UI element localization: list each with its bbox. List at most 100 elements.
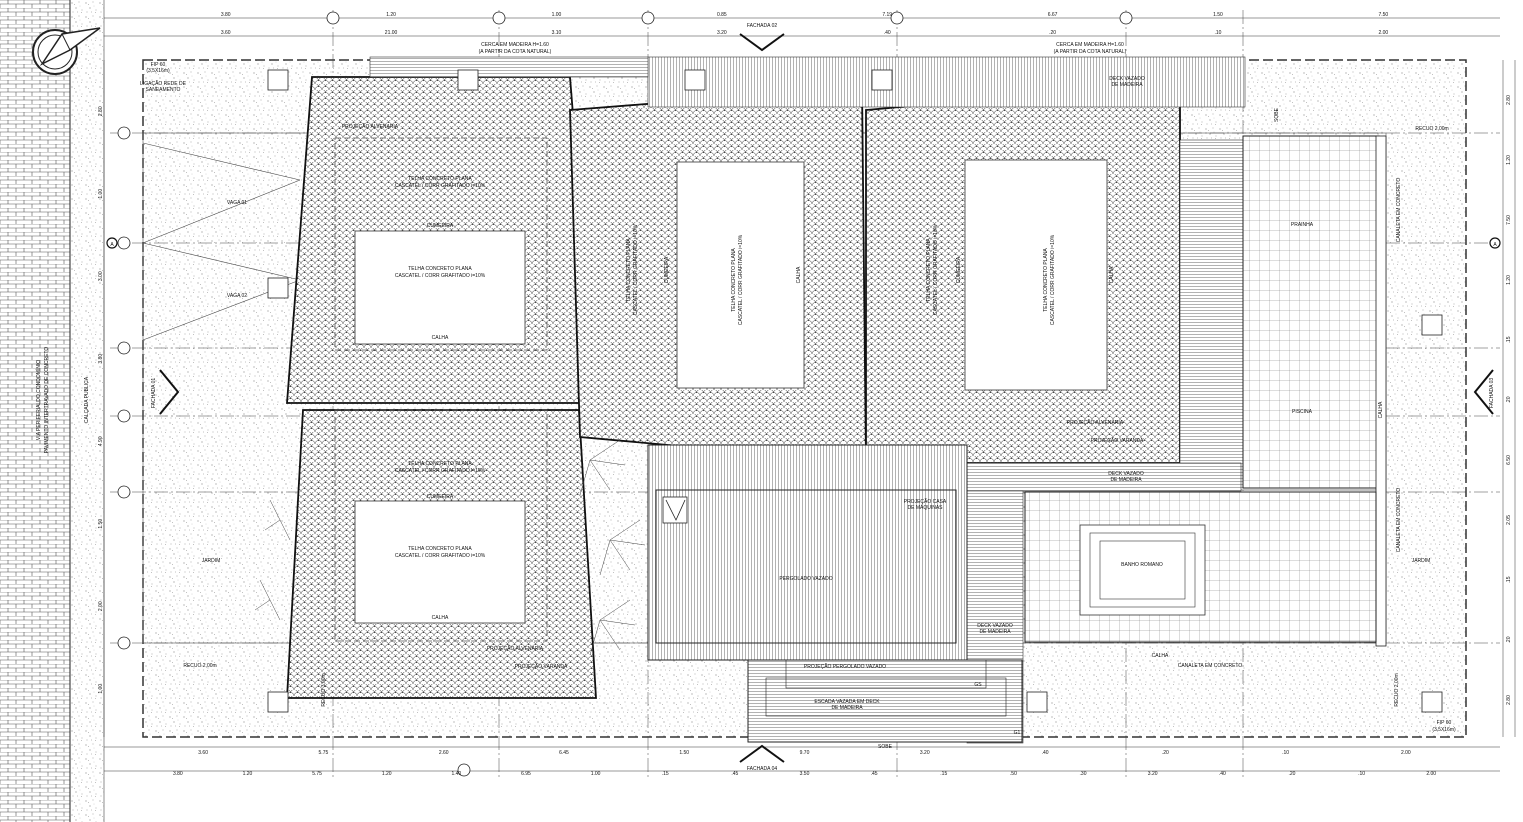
dimension-value: 1.20	[1506, 155, 1512, 165]
ridge-mid: CUMEEIRA	[664, 256, 670, 283]
setback-top-right-label: RECUO 2,00m	[1415, 126, 1448, 132]
channel-label-lower: CANALETA EM CONCRETO	[1396, 488, 1402, 553]
deck-lower-line2: DE MADEIRA	[979, 629, 1011, 635]
fip-bottom-size: (3,5X16m)	[1432, 727, 1456, 733]
facade-south-label: FACHADA 04	[747, 766, 778, 772]
sobe-vertical: SOBE	[1274, 107, 1280, 122]
channel-label-bottom: CANALETA EM CONCRETO	[1178, 663, 1243, 669]
section-a-right: A	[1493, 242, 1497, 248]
dimension-value: .20	[1162, 750, 1169, 756]
dimension-value: 2.00	[1401, 750, 1411, 756]
parking-lines	[142, 142, 301, 341]
roman-bath-label: BANHO ROMANO	[1121, 562, 1163, 568]
setback-left-vertical: RECUO 3,00m	[321, 673, 327, 706]
wall-projection-2: PROJEÇÃO ALVENARIA	[487, 645, 544, 652]
setback-right-vertical: RECUO 2,00m	[1394, 673, 1400, 706]
deck-lower-line1: DECK VAZADO	[977, 623, 1013, 629]
section-markers	[106, 237, 1501, 249]
deck-mid-line1: DECK VAZADO	[1108, 471, 1144, 477]
fence-strip	[369, 56, 649, 78]
dimension-value: 1.50	[1213, 12, 1223, 18]
dimension-value: .10	[1282, 750, 1289, 756]
grid-bubbles	[117, 11, 1133, 777]
wall-projection-3: PROJEÇÃO ALVENARIA	[1067, 419, 1124, 426]
wall-projection-1: PROJEÇÃO ALVENARIA	[342, 123, 399, 130]
dimension-value: 2.05	[1506, 515, 1512, 525]
dimension-value: 3.20	[1148, 771, 1158, 777]
roof-panel-lower	[354, 500, 526, 624]
prainha-label: PRAINHA	[1291, 222, 1314, 228]
channel-label-upper: CANALETA EM CONCRETO	[1396, 178, 1402, 243]
dimension-value: .30	[1080, 771, 1087, 777]
porch-projection-1: PROJEÇÃO VARANDA	[515, 663, 568, 670]
street-line2: PAVIMENTO INTERTRAVADO DE CONCRETO	[44, 347, 50, 454]
dimension-value: 1.20	[243, 771, 253, 777]
dimension-value: .10	[1358, 771, 1365, 777]
machine-room-line1: PROJEÇÃO CASA	[904, 498, 947, 505]
roman-bath	[1079, 524, 1206, 616]
dimension-value: 1.40	[451, 771, 461, 777]
stairs-line1: ESCADA VAZADA EM DECK	[814, 699, 880, 705]
dimension-value: 2.00	[1378, 30, 1388, 36]
fence-right-line2: (A PARTIR DA COTA NATURAL)	[1054, 49, 1127, 55]
dimension-value: .40	[1042, 750, 1049, 756]
roof-tile-4a: TELHA CONCRETO PLANA	[408, 546, 472, 552]
pergola-label: PERGOLADO VAZADO	[779, 576, 832, 582]
dimension-value: 9.70	[800, 750, 810, 756]
dimension-value: 7.19	[882, 12, 892, 18]
dimension-value: .20	[1506, 396, 1512, 403]
gutter-label-1: CALHA	[432, 335, 449, 341]
parking-2-label: VAGA 02	[227, 293, 247, 299]
sidewalk-label: CALÇADA PUBLICA	[84, 376, 90, 423]
gutter-right: CALHA	[1109, 266, 1115, 283]
ridge-label-1: CUMEEIRA	[427, 223, 454, 229]
roof-tile-4b: CASCATEL / CORR GRAFITADO i=10%	[395, 553, 486, 559]
facade-west-label: FACHADA 01	[151, 378, 157, 409]
dimension-value: 3.80	[173, 771, 183, 777]
section-a-left: A	[110, 242, 114, 248]
dimension-value: .40	[1219, 771, 1226, 777]
deck-top-line1: DECK VAZADO	[1109, 76, 1145, 82]
dimension-value: 5.75	[312, 771, 322, 777]
dimension-value: 2.80	[98, 106, 104, 116]
facade-north-label: FACHADA 02	[747, 23, 778, 29]
dimension-value: .20	[1049, 30, 1056, 36]
dimension-value: 3.20	[920, 750, 930, 756]
dimension-value: 7.50	[1506, 215, 1512, 225]
dimension-value: .10	[1214, 30, 1221, 36]
stairs-line2: DE MADEIRA	[831, 705, 863, 711]
dimension-value: 5.75	[319, 750, 329, 756]
dimension-value: .45	[871, 771, 878, 777]
ridge-right: CUMEEIRA	[956, 256, 962, 283]
roof-tile-mid-a: TELHA CONCRETO PLANA	[731, 248, 737, 312]
up-label: SOBE	[878, 744, 893, 750]
roof-tile-mid-d: CASCATEL / CORR GRAFITADO i=10%	[633, 224, 639, 315]
roof-tile-3b: CASCATEL / CORR GRAFITADO i=10%	[395, 468, 486, 474]
street-line1: VIA PERIFERIALDO CONDOMÍNIO	[35, 360, 42, 440]
deck-top-line2: DE MADEIRA	[1111, 82, 1143, 88]
dimension-value: 7.50	[1378, 12, 1388, 18]
dimension-value: 3.60	[221, 30, 231, 36]
wall-projection-upper	[334, 137, 548, 351]
fip-bottom-code: FIP 60	[1437, 720, 1452, 726]
public-sidewalk	[70, 0, 104, 822]
roof-tile-right-b: CASCATEL / CORR GRAFITADO i=10%	[1050, 234, 1056, 325]
dimension-value: 1.00	[98, 189, 104, 199]
dimension-value: 2.00	[98, 601, 104, 611]
roof-tile-2a: TELHA CONCRETO PLANA	[408, 266, 472, 272]
fip-top-code: FIP 60	[151, 62, 166, 68]
roof-panel-middle	[676, 161, 805, 389]
level-mark: GS	[974, 682, 982, 688]
dimension-value: .15	[662, 771, 669, 777]
dimension-value: 1.00	[98, 684, 104, 694]
roof-tile-1a: TELHA CONCRETO PLANA	[408, 176, 472, 182]
dimension-value: 4.90	[98, 436, 104, 446]
dimension-value: 6.95	[521, 771, 531, 777]
dimension-value: 3.50	[800, 771, 810, 777]
garden-right-label: JARDIM	[1412, 558, 1431, 564]
pool-gutter-label: CALHA	[1152, 653, 1169, 659]
